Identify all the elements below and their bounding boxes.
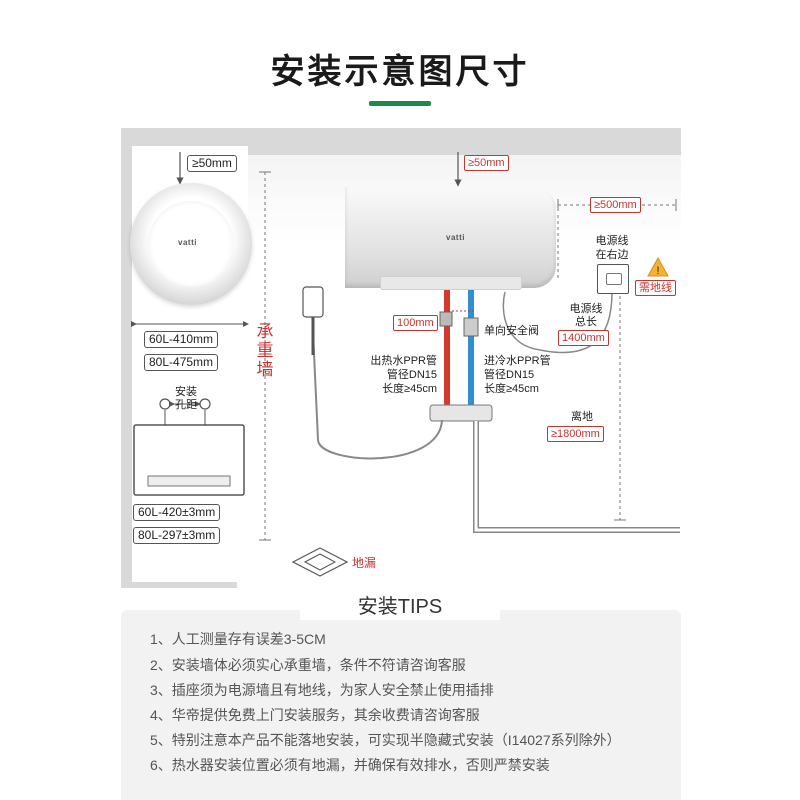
warning-icon xyxy=(647,256,669,277)
hot-pipe-label-1: 出热水PPR管 xyxy=(370,355,437,367)
round-top-clearance: ≥50mm xyxy=(187,155,237,172)
tip-item: 3、插座须为电源墙且有地线，为家人安全禁止使用插排 xyxy=(150,682,494,698)
hot-pipe-label-3: 长度≥45cm xyxy=(382,383,437,395)
power-socket xyxy=(597,264,629,294)
water-heater xyxy=(345,187,556,288)
round-width-80l: 80L-475mm xyxy=(144,354,219,371)
tip-item: 1、人工测量存有误差3-5CM xyxy=(150,631,326,647)
shower-hose xyxy=(311,309,443,460)
safety-valve xyxy=(463,317,479,337)
round-heater-face xyxy=(148,201,234,287)
heater-top-clearance: ≥50mm xyxy=(464,155,509,171)
tip-item: 2、安装墙体必须实心承重墙，条件不符请咨询客服 xyxy=(150,657,466,673)
cold-pipe-label-3: 长度≥45cm xyxy=(484,383,539,395)
hot-pipe xyxy=(444,288,450,408)
hole-spacing-60l: 60L-420±3mm xyxy=(133,504,221,521)
title-underline xyxy=(369,101,431,106)
valve-label: 单向安全阀 xyxy=(484,325,539,337)
tip-item: 6、热水器安装位置必须有地漏，并确保有效排水，否则严禁安装 xyxy=(150,757,550,773)
power-cord-label-2: 在右边 xyxy=(595,249,629,261)
hole-label-2: 孔距 xyxy=(175,399,197,411)
heater-brand: vatti xyxy=(446,233,465,242)
power-cord xyxy=(502,291,613,354)
tip-item: 5、特别注意本产品不能落地安装，可实现半隐藏式安装（I14027系列除外） xyxy=(150,732,621,748)
drain-pipe xyxy=(474,421,680,532)
floor-drain-label: 地漏 xyxy=(352,556,377,570)
cold-pipe xyxy=(468,288,474,408)
heater-side-clearance: ≥500mm xyxy=(590,197,641,213)
hole-label-1: 安装 xyxy=(175,386,197,398)
hot-pipe-label-2: 管径DN15 xyxy=(386,369,437,381)
shower-head xyxy=(302,286,324,318)
mixer-valve xyxy=(429,404,493,422)
hole-spacing-80l: 80L-297±3mm xyxy=(133,527,221,544)
round-heater-brand: vatti xyxy=(178,238,197,247)
tip-item: 4、华帝提供免费上门安装服务，其余收费请咨询客服 xyxy=(150,707,480,723)
cord-total-length: 1400mm xyxy=(558,330,609,346)
cold-pipe-label-2: 管径DN15 xyxy=(484,369,535,381)
pipe-gap: 100mm xyxy=(393,315,438,331)
tips-panel xyxy=(121,610,681,800)
svg-text:!: ! xyxy=(656,265,659,277)
load-bearing-wall-label: 承重墙 xyxy=(256,322,274,379)
cord-total-label-1: 电源线 xyxy=(569,303,603,315)
floor-height-value: ≥1800mm xyxy=(547,426,604,442)
heater-control-panel xyxy=(380,276,522,290)
round-width-60l: 60L-410mm xyxy=(144,331,219,348)
cord-total-label-2: 总长 xyxy=(575,316,597,328)
floor-height-label: 离地 xyxy=(571,411,593,423)
tips-heading: 安装TIPS xyxy=(300,592,500,620)
cold-pipe-label-1: 进冷水PPR管 xyxy=(484,355,551,367)
power-cord-label-1: 电源线 xyxy=(595,235,629,247)
floor-drain-icon xyxy=(291,547,349,577)
ground-wire-warning: 需地线 xyxy=(635,280,676,296)
page-title: 安装示意图尺寸 xyxy=(270,52,530,92)
